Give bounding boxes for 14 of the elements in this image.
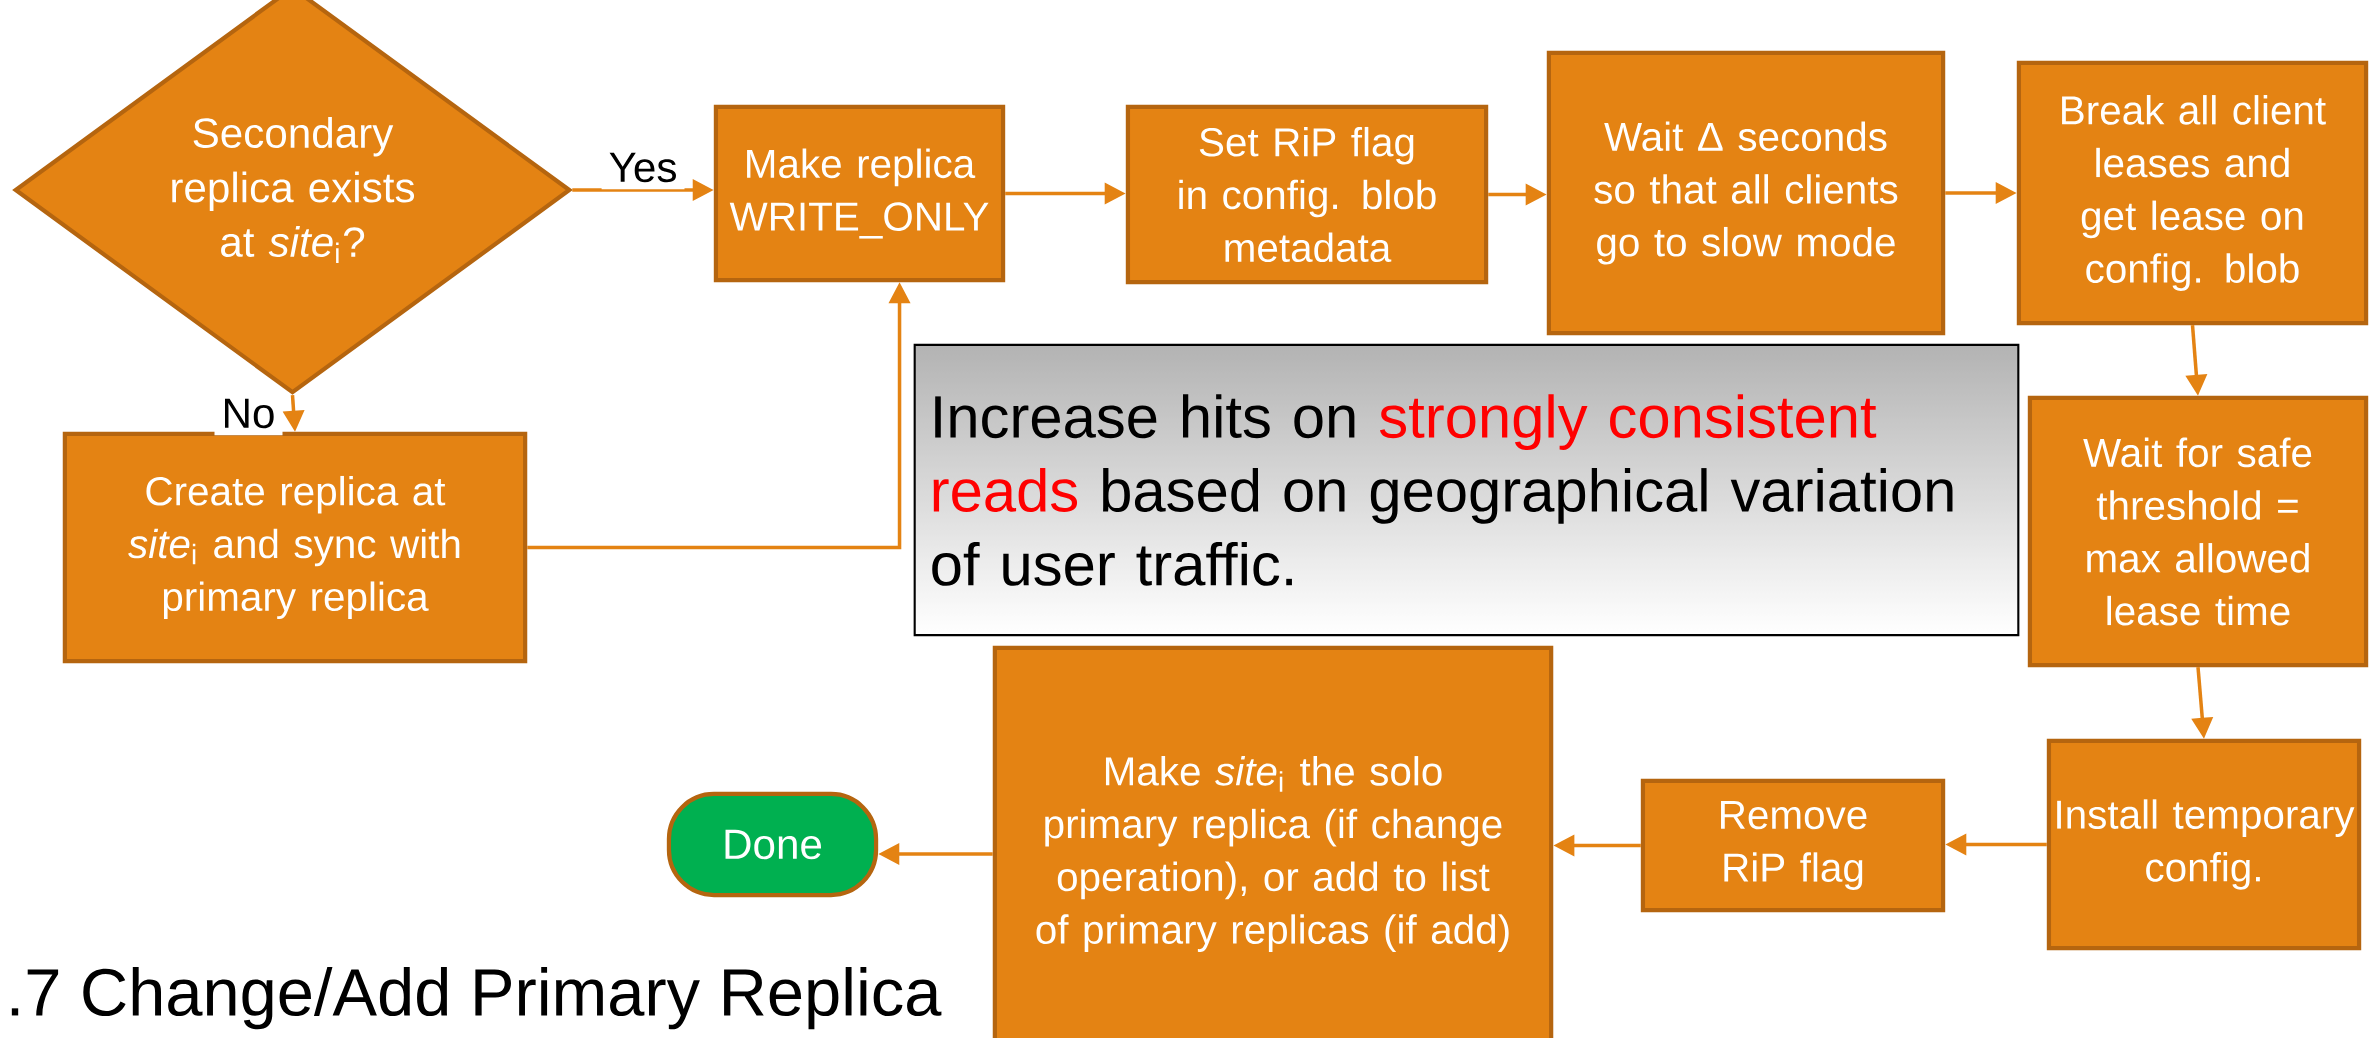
process-box: Create replica at site$_{i}$ and sync with primary replica (62, 431, 528, 664)
process-box: Wait for safe threshold = max allowed lease time (2027, 395, 2369, 668)
process-box: Wait Δ seconds so that all clients go to slow mode (1546, 50, 1946, 336)
process-box: Install temporary config. (2046, 738, 2362, 951)
title: .7 Change/Add Primary Replica (11, 967, 942, 1030)
terminal-box: Done (666, 791, 879, 898)
edge-label: No (214, 391, 283, 436)
process-box: Make site$_{i}$ the solo primary replica (if change operation), or add to list of primary replicas (if add) (992, 645, 1554, 1038)
note-box: Increase hits on strongly consistent reads based on geographical variation of user traffic. (913, 343, 2020, 637)
edge-label: Yes (601, 145, 685, 190)
process-box: Set RiP flag in config. blob metadata (1125, 104, 1489, 285)
process-box: Remove RiP flag (1640, 778, 1946, 913)
process-box: Make replica WRITE_ONLY (713, 104, 1006, 283)
process-box: Break all client leases and get lease on config. blob (2016, 60, 2369, 326)
